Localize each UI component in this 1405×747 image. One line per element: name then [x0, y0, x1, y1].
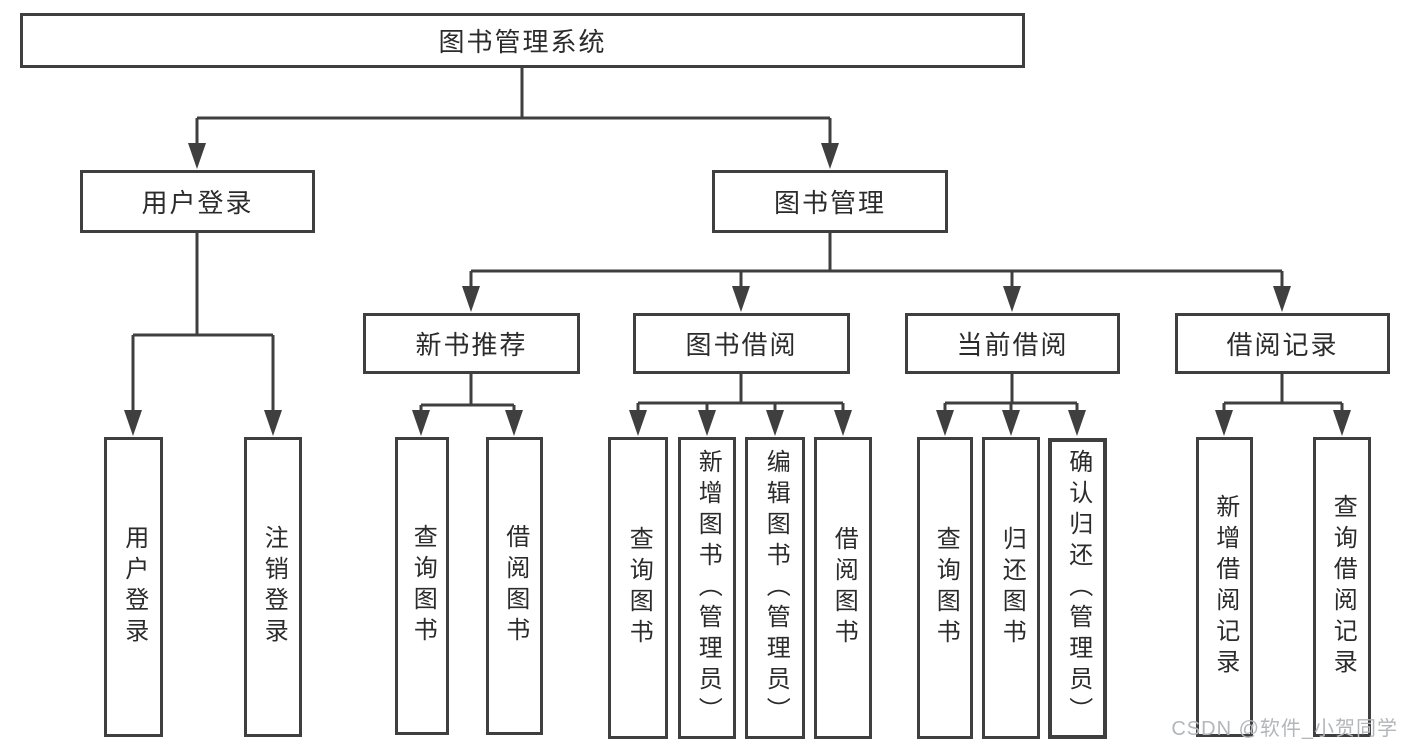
- node-new-book-recommend: 新书推荐: [363, 313, 580, 374]
- leaf-query-books-recommend: 查询图书: [395, 437, 449, 735]
- node-label: 借阅图书: [830, 526, 858, 650]
- arrow-down-icon: [1003, 286, 1021, 312]
- node-label: 借阅图书: [501, 524, 529, 648]
- node-user-login: 用户登录: [80, 170, 315, 233]
- arrow-down-icon: [264, 410, 282, 436]
- leaf-query-books-current: 查询图书: [917, 437, 973, 739]
- arrow-down-icon: [629, 410, 647, 436]
- node-label: 用户登录: [120, 525, 148, 649]
- leaf-add-borrow-record: 新增借阅记录: [1196, 437, 1253, 737]
- arrow-down-icon: [505, 410, 523, 436]
- node-label: 借阅记录: [1226, 330, 1339, 360]
- node-label: 当前借阅: [956, 330, 1069, 360]
- node-label: 新增借阅记录: [1211, 494, 1239, 680]
- arrow-down-icon: [462, 286, 480, 312]
- arrow-down-icon: [412, 410, 430, 436]
- leaf-edit-books-admin: 编辑图书（管理员）: [745, 437, 805, 739]
- node-label: 图书管理系统: [438, 27, 607, 57]
- node-label: 新书推荐: [415, 330, 528, 360]
- arrow-down-icon: [188, 143, 206, 169]
- leaf-borrow-books: 借阅图书: [814, 437, 872, 739]
- node-book-borrow: 图书借阅: [633, 313, 850, 374]
- arrow-down-icon: [1273, 286, 1291, 312]
- arrow-down-icon: [1215, 410, 1233, 436]
- arrow-down-icon: [766, 410, 784, 436]
- node-label: 查询图书: [625, 526, 653, 650]
- node-label: 用户登录: [141, 188, 254, 218]
- arrow-down-icon: [1068, 410, 1086, 436]
- arrow-down-icon: [1002, 410, 1020, 436]
- watermark-text: CSDN @软件_小贺同学: [1171, 718, 1398, 740]
- node-label: 查询图书: [932, 526, 960, 650]
- node-library-system: 图书管理系统: [20, 13, 1025, 68]
- arrow-down-icon: [834, 410, 852, 436]
- leaf-borrow-books-recommend: 借阅图书: [486, 437, 543, 735]
- node-current-borrow: 当前借阅: [905, 313, 1120, 374]
- node-label: 编辑图书（管理员）: [762, 448, 790, 728]
- node-label: 归还图书: [998, 526, 1026, 650]
- leaf-query-books-borrow: 查询图书: [608, 437, 668, 739]
- node-label: 查询借阅记录: [1329, 494, 1357, 680]
- leaf-user-login: 用户登录: [104, 437, 163, 737]
- arrow-down-icon: [821, 143, 839, 169]
- arrow-down-icon: [698, 410, 716, 436]
- leaf-confirm-return-admin: 确认归还（管理员）: [1048, 438, 1107, 739]
- arrow-down-icon: [732, 286, 750, 312]
- node-label: 确认归还（管理员）: [1064, 449, 1092, 728]
- node-label: 图书管理: [773, 188, 886, 218]
- leaf-query-borrow-record: 查询借阅记录: [1313, 437, 1371, 737]
- leaf-return-books: 归还图书: [982, 437, 1040, 739]
- arrow-down-icon: [1333, 410, 1351, 436]
- arrow-down-icon: [936, 410, 954, 436]
- node-label: 图书借阅: [685, 330, 798, 360]
- node-label: 查询图书: [409, 524, 437, 648]
- node-book-management: 图书管理: [712, 170, 948, 233]
- arrowheads: [124, 143, 1351, 436]
- connector-paths: [131, 68, 1344, 412]
- leaf-logout: 注销登录: [244, 437, 302, 737]
- leaf-add-books-admin: 新增图书（管理员）: [678, 437, 736, 739]
- node-borrow-records: 借阅记录: [1175, 313, 1390, 374]
- arrow-down-icon: [124, 410, 142, 436]
- node-label: 注销登录: [260, 525, 288, 649]
- node-label: 新增图书（管理员）: [694, 448, 722, 728]
